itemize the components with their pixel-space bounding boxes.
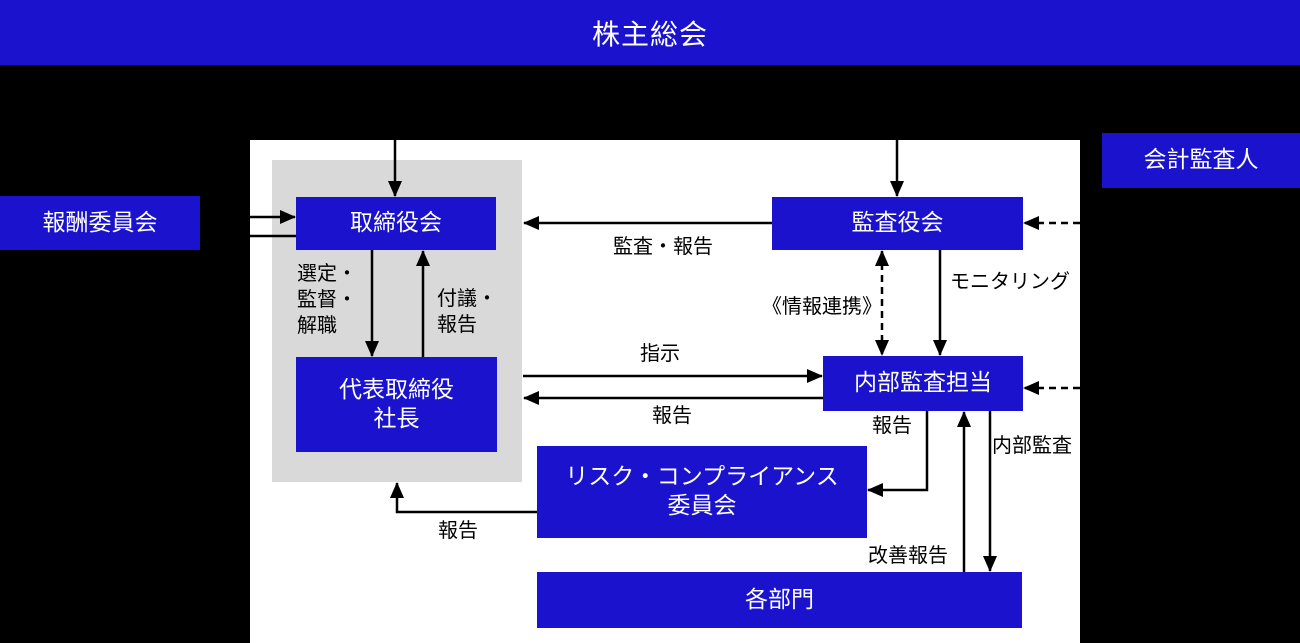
internal-audit-label: 内部監査担当 [854, 370, 992, 397]
arrow-risk-to-president-group [390, 482, 537, 514]
audit-and-supervisory-board-box: 監査役会 [772, 197, 1023, 250]
report-to-president-edge-label: 報告 [652, 403, 692, 427]
accounting-auditor-label: 会計監査人 [1143, 147, 1259, 174]
board-of-directors-label: 取締役会 [350, 210, 442, 237]
audit-report-edge-label: 監査・報告 [613, 234, 713, 258]
internal-audit-action-edge-label: 内部監査 [992, 433, 1072, 457]
risk-compliance-committee-box: リスク・コンプライアンス 委員会 [537, 446, 867, 538]
information-link-edge-label: 《情報連携》 [762, 294, 882, 318]
submit-report-edge-label: 付議・ 報告 [437, 286, 497, 336]
appoint-supervise-dismiss-edge-label: 選定・ 監督・ 解職 [297, 261, 357, 337]
instruction-edge-label: 指示 [640, 341, 680, 365]
president-label-line2: 社長 [373, 405, 420, 432]
departments-box: 各部門 [537, 572, 1022, 628]
shareholders-meeting-header: 株主総会 [0, 0, 1300, 65]
president-box: 代表取締役 社長 [296, 357, 497, 452]
monitoring-edge-label: モニタリング [950, 269, 1070, 293]
board-of-directors-box: 取締役会 [296, 197, 496, 250]
accounting-auditor-box: 会計監査人 [1102, 133, 1300, 188]
departments-label: 各部門 [745, 586, 814, 613]
president-label-line1: 代表取締役 [339, 376, 454, 403]
arrow-internal-audit-to-risk [867, 411, 929, 497]
report-to-management-edge-label: 報告 [438, 518, 478, 542]
risk-compliance-label-line2: 委員会 [667, 493, 737, 519]
compensation-committee-box: 報酬委員会 [0, 196, 200, 250]
risk-compliance-label-line1: リスク・コンプライアンス [565, 464, 839, 491]
shareholders-meeting-label: 株主総会 [591, 17, 708, 51]
report-from-internal-audit-edge-label: 報告 [872, 413, 912, 437]
compensation-committee-label: 報酬委員会 [42, 209, 158, 236]
improvement-report-edge-label: 改善報告 [868, 543, 948, 567]
audit-and-supervisory-board-label: 監査役会 [851, 210, 944, 237]
internal-audit-box: 内部監査担当 [823, 356, 1023, 411]
